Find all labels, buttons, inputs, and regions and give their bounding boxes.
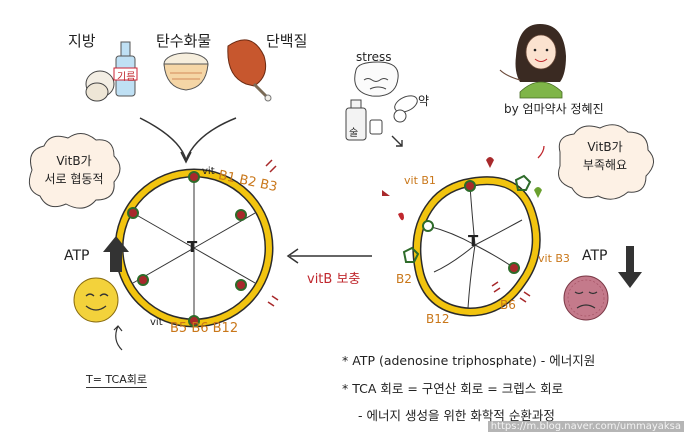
- enzyme-node: [235, 209, 247, 221]
- left-thought-bubble: [28, 133, 121, 209]
- enzyme-node: [188, 315, 200, 327]
- note-energy: - 에너지 생성을 위한 화학적 순환과정: [358, 408, 555, 423]
- oil-bottle-label: 기름: [117, 72, 136, 83]
- fragment: [514, 174, 532, 191]
- carb-label: 탄수화물: [156, 32, 212, 50]
- right-bubble-text: VitB가 부족해요: [582, 140, 628, 172]
- note-atp: * ATP (adenosine triphosphate) - 에너지원: [342, 353, 596, 368]
- enzyme-node: [235, 279, 247, 291]
- right-b12-label: B12: [426, 312, 450, 326]
- enzyme-node: [188, 171, 200, 183]
- right-b1-label: vit B1: [404, 174, 436, 187]
- fragment: [534, 187, 542, 198]
- right-tca-wheel: [382, 145, 545, 317]
- left-atp-label: ATP: [64, 248, 90, 264]
- enzyme-node: [508, 262, 520, 274]
- fragment: [382, 190, 390, 196]
- t-note-arrow: [113, 325, 123, 351]
- fragment: [402, 246, 420, 263]
- sad-face: [563, 275, 609, 321]
- fragment: [486, 157, 494, 168]
- stress-illustration: [345, 61, 418, 141]
- fat-illustration: [85, 41, 138, 102]
- food-to-cycle-curve: [139, 117, 187, 161]
- atp-up-arrow: [103, 236, 129, 272]
- right-center-t: T: [468, 232, 479, 250]
- enzyme-node: [137, 274, 149, 286]
- protein-label: 단백질: [266, 32, 308, 50]
- fat-label: 지방: [68, 32, 96, 50]
- enzyme-node: [464, 180, 476, 192]
- motion-marks: [265, 159, 279, 307]
- left-top-vit-prefix: vit: [202, 166, 215, 177]
- left-bottom-vit-prefix: vit: [150, 317, 163, 328]
- right-b3-label: vit B3: [538, 252, 570, 265]
- right-thought-bubble: [558, 124, 654, 200]
- enzyme-node: [127, 207, 139, 219]
- chicken-leg-illustration: [227, 39, 272, 102]
- food-to-cycle-curve-right: [185, 117, 237, 161]
- watermark-url: https://m.blog.naver.com/ummayaksa: [487, 421, 684, 432]
- carb-bowl-illustration: [163, 52, 209, 91]
- motion-marks: [491, 281, 531, 303]
- fragment: [537, 145, 545, 159]
- right-atp-label: ATP: [582, 248, 608, 264]
- supplement-label: vitB 보충: [307, 272, 361, 287]
- stress-label: stress: [356, 50, 392, 64]
- left-bubble-text: VitB가 서로 협동적: [44, 154, 104, 186]
- happy-face: [73, 277, 119, 323]
- food-arrowhead: [180, 151, 192, 164]
- tca-note: T= TCA회로: [86, 373, 147, 388]
- fragment: [398, 212, 404, 221]
- medicine-label: 약: [418, 94, 430, 108]
- left-bottom-vit-list: B5 B6 B12: [170, 321, 239, 336]
- right-b2-label: B2: [396, 272, 412, 286]
- left-center-t: T: [187, 238, 198, 256]
- author-credit: by 엄마약사 정혜진: [504, 102, 604, 116]
- note-tca: * TCA 회로 = 구연산 회로 = 크렙스 회로: [342, 381, 564, 396]
- alcohol-label: 술: [349, 128, 359, 139]
- right-b6-label: B6: [500, 298, 516, 312]
- stress-arrow: [391, 135, 403, 147]
- author-avatar: [499, 24, 566, 99]
- enzyme-node-empty: [422, 220, 434, 232]
- supplement-arrowhead: [286, 248, 299, 264]
- atp-down-arrow: [618, 246, 642, 288]
